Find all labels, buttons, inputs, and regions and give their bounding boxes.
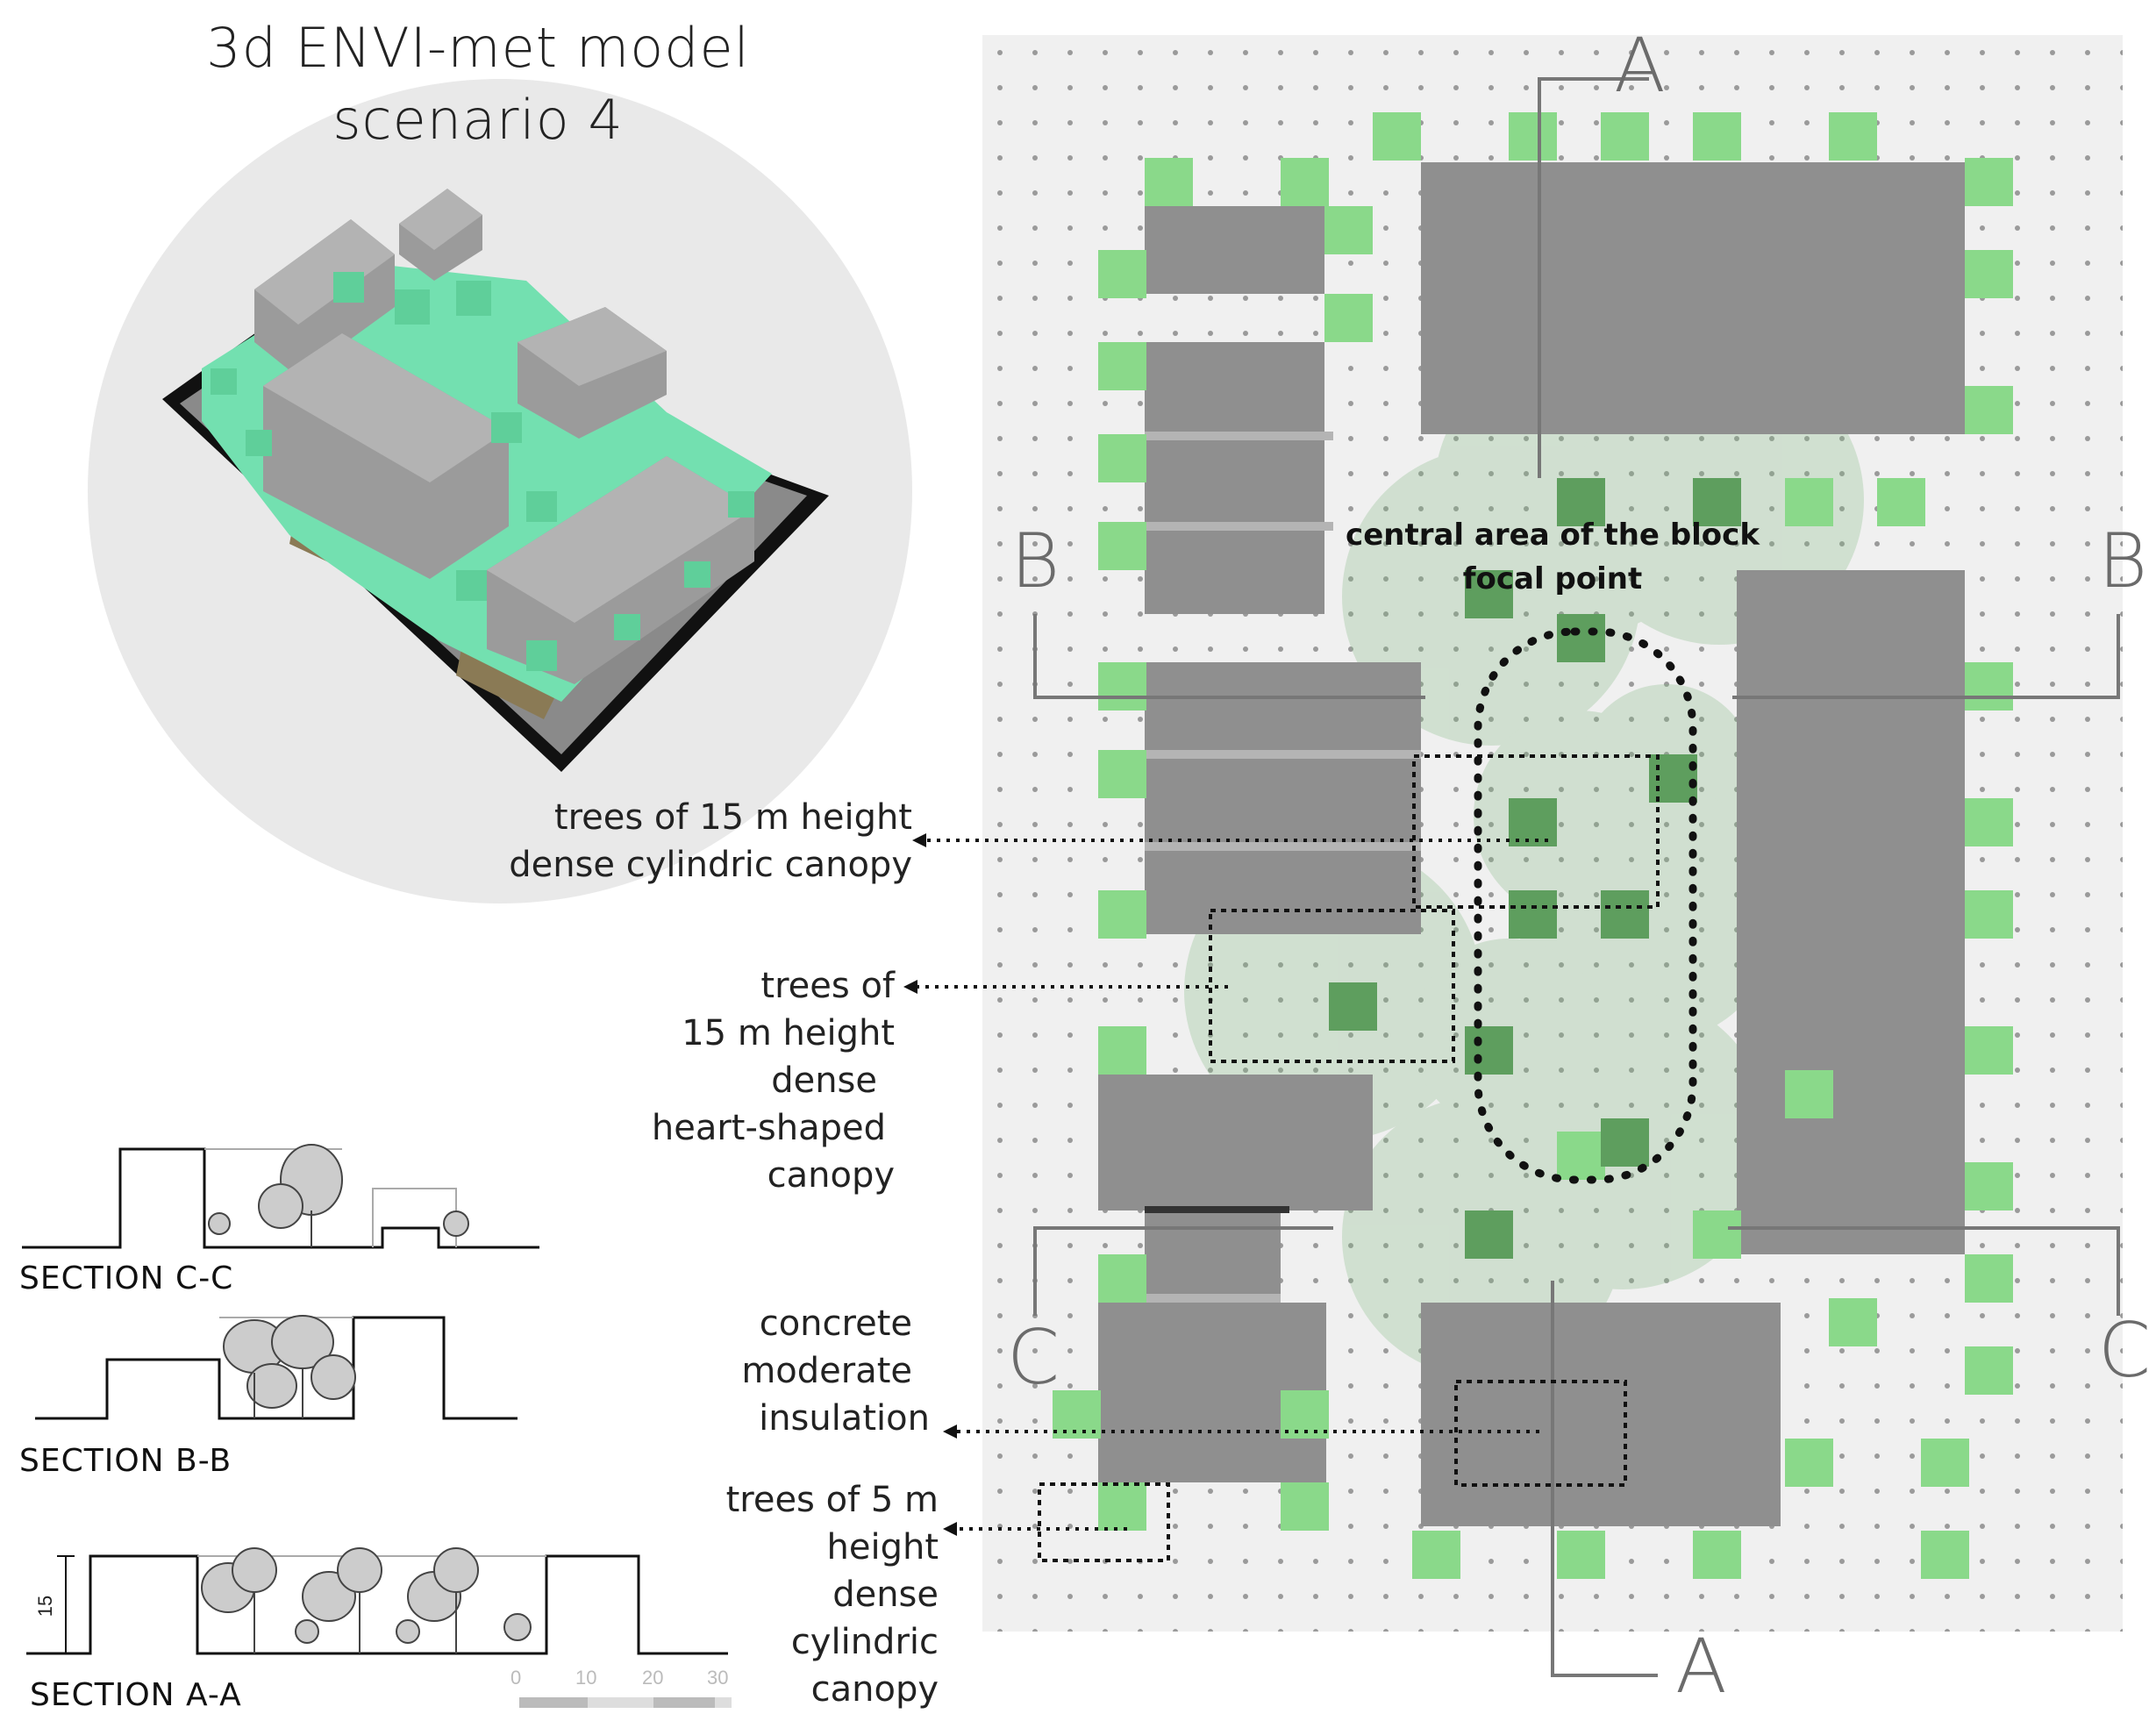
title-line-2: scenario 4 (332, 88, 624, 152)
section-cc-label: SECTION C-C (19, 1260, 234, 1296)
annotation-trees-5m: trees of 5 m height dense cylindric cano… (667, 1476, 939, 1713)
scale-bar (519, 1697, 732, 1708)
cut-marker-c-right: C (2098, 1307, 2152, 1395)
title: 3d ENVI-met model scenario 4 (105, 12, 851, 156)
model-3d (162, 189, 829, 772)
title-line-1: 3d ENVI-met model (206, 16, 750, 80)
annotation-line: insulation (759, 1398, 930, 1439)
annotation-line: moderate (741, 1351, 912, 1391)
annotation-line: dense (832, 1575, 939, 1615)
callout-arrows (917, 839, 1548, 1531)
callout-boxes (1038, 754, 1660, 1562)
trees-5m (1053, 112, 2013, 1579)
cut-marker-a-top: A (1614, 22, 1666, 110)
height-dimension-label: 15 (34, 1595, 57, 1617)
scale-tick-10: 10 (575, 1667, 597, 1689)
section-bb-drawing (35, 1315, 518, 1420)
scale-tick-0: 0 (510, 1667, 522, 1689)
scale-tick-30: 30 (707, 1667, 729, 1689)
focal-area-outline (1474, 627, 1697, 1184)
annotation-line: concrete (759, 1303, 912, 1344)
section-aa-drawing (26, 1547, 728, 1655)
section-cc-drawing (22, 1144, 539, 1249)
section-lines (1033, 77, 2120, 1677)
annotation-concrete: concrete moderate insulation (667, 1300, 930, 1442)
site-plan (982, 35, 2123, 1677)
scale-tick-20: 20 (642, 1667, 664, 1689)
annotation-line: dense cylindric canopy (509, 845, 912, 885)
section-aa-label: SECTION A-A (30, 1677, 242, 1713)
buildings (1098, 162, 1965, 1526)
annotation-line: heart-shaped (651, 1108, 886, 1148)
focal-line-2: focal point (1462, 561, 1643, 596)
section-bb-label: SECTION B-B (19, 1443, 232, 1479)
annotation-line: height (826, 1527, 939, 1567)
annotation-trees-15m-heart: trees of 15 m height dense heart-shaped … (561, 962, 895, 1199)
trees-15m (1329, 478, 1741, 1259)
annotation-line: 15 m height (682, 1013, 895, 1053)
annotation-trees-15m-cylindric: trees of 15 m height dense cylindric can… (439, 794, 912, 889)
cut-marker-b-right: B (2098, 518, 2148, 605)
focal-line-1: central area of the block (1346, 518, 1760, 553)
annotation-line: canopy (810, 1669, 939, 1710)
cut-marker-b-left: B (1010, 518, 1060, 605)
focal-label: central area of the block focal point (1316, 513, 1789, 601)
cut-marker-c-left: C (1007, 1314, 1060, 1402)
annotation-line: trees of 15 m height (553, 797, 912, 838)
annotation-line: trees of (760, 966, 895, 1006)
arrow-heads (903, 833, 957, 1536)
annotation-line: trees of 5 m (725, 1480, 939, 1520)
annotation-line: canopy (767, 1155, 895, 1196)
annotation-line: dense (771, 1060, 877, 1101)
annotation-line: cylindric (790, 1622, 939, 1662)
cut-marker-a-bottom: A (1675, 1623, 1727, 1710)
